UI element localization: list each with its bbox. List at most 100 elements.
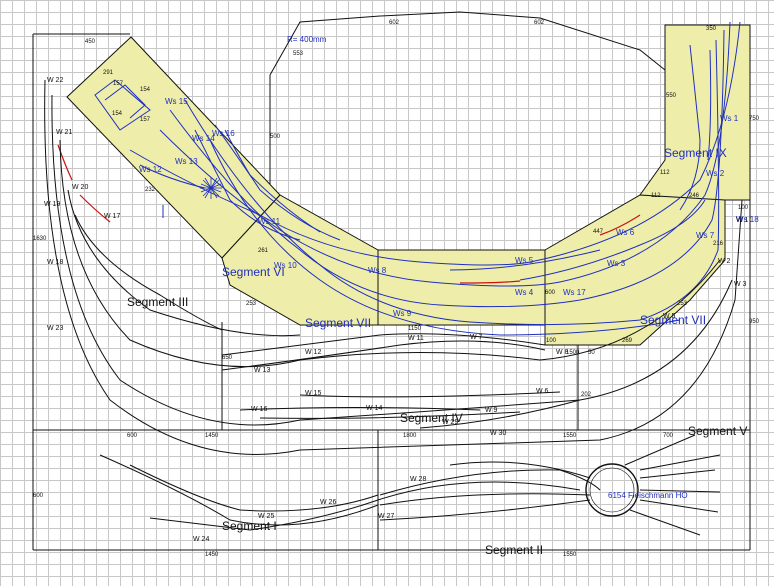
- dimension-label: 950: [749, 319, 760, 325]
- switch-label: Ws 11: [258, 217, 281, 226]
- switch-label: Ws 4: [515, 288, 534, 297]
- segment-label: Segment VI: [222, 265, 285, 279]
- dimension-label: 602: [534, 20, 545, 26]
- dimension-label: 1800: [403, 433, 417, 439]
- dimension-label: 112: [651, 193, 661, 199]
- board-segment-upper-left: [66, 36, 281, 259]
- switch-label: Ws 12: [139, 165, 162, 174]
- switch-label: Ws 3: [607, 259, 626, 268]
- board-segment-ix: [639, 24, 751, 201]
- dimension-label: 700: [663, 433, 674, 439]
- red-tracks: [57, 144, 641, 284]
- upper-turntable-icon: [200, 177, 222, 199]
- switch-label: Ws 13: [175, 157, 198, 166]
- segment-label: Segment VII: [640, 313, 706, 327]
- switch-label: W 13: [254, 367, 270, 374]
- switch-label: W 26: [320, 499, 336, 506]
- switch-label: W 7: [470, 334, 483, 341]
- switch-label: W 27: [378, 513, 394, 520]
- dimension-label: 232: [145, 187, 156, 193]
- dimension-label: 602: [389, 20, 400, 26]
- switch-label: Ws 15: [165, 97, 188, 106]
- switch-label: W 21: [56, 129, 72, 136]
- switch-label: W 19: [44, 201, 60, 208]
- dimension-label: 246: [689, 193, 700, 199]
- switch-label: W 20: [72, 184, 88, 191]
- yellow-boards: [66, 24, 751, 346]
- switch-label: W 2: [718, 258, 731, 265]
- dimension-label: 1450: [205, 552, 219, 558]
- segment-label: Segment III: [127, 295, 188, 309]
- switch-label: Ws 17: [563, 288, 586, 297]
- switch-label: W 6: [536, 388, 549, 395]
- segment-label: Segment V: [688, 424, 747, 438]
- switch-label: W 1: [736, 217, 749, 224]
- segment-label: Segment IX: [664, 146, 727, 160]
- switch-label: Ws 8: [368, 266, 387, 275]
- switch-label: W 3: [734, 281, 747, 288]
- switch-label: W 9: [485, 407, 498, 414]
- switch-label: Ws 6: [616, 228, 635, 237]
- switch-label: W 18: [47, 259, 63, 266]
- switch-label: W 23: [47, 325, 63, 332]
- dimension-label: 1450: [205, 433, 219, 439]
- switch-label: W 28: [410, 476, 426, 483]
- switch-label: Ws 5: [515, 256, 534, 265]
- dimension-label: 202: [581, 392, 592, 398]
- dimension-label: 50: [588, 350, 595, 356]
- dimension-label: 261: [258, 248, 269, 254]
- switch-label: W 11: [408, 335, 424, 342]
- dimension-label: 253: [246, 301, 257, 307]
- switch-label: W 22: [47, 77, 63, 84]
- switch-label: W 15: [305, 390, 321, 397]
- black-tracks: [44, 79, 743, 536]
- dimension-label: 1550: [563, 552, 577, 558]
- switch-label: W 16: [251, 406, 267, 413]
- switch-label: Ws 9: [393, 309, 412, 318]
- switch-label: Ws 16: [212, 129, 235, 138]
- switch-label: W 12: [305, 349, 321, 356]
- dimension-label: 600: [127, 433, 138, 439]
- dimension-label: 1630: [33, 236, 47, 242]
- switch-label: Ws 7: [696, 231, 715, 240]
- dimension-label: 291: [103, 70, 114, 76]
- dimension-label: 500: [270, 134, 281, 140]
- switch-label: W 14: [366, 405, 382, 412]
- dimension-label: 253: [677, 301, 688, 307]
- switch-label: W 25: [258, 513, 274, 520]
- blue-tracks: [94, 21, 741, 336]
- dimension-label: 112: [660, 170, 670, 176]
- dimension-label: 269: [622, 338, 633, 344]
- dimension-label: 450: [85, 39, 96, 45]
- dimension-label: 650: [222, 355, 233, 361]
- dimension-label: 157: [113, 81, 124, 87]
- switch-label: W 29: [442, 419, 458, 426]
- dimension-label: 447: [593, 229, 604, 235]
- dimension-label: 157: [140, 117, 151, 123]
- switch-label: Ws 1: [720, 114, 739, 123]
- switch-label: W 30: [490, 430, 506, 437]
- switch-label: W 24: [193, 536, 209, 543]
- dimension-label: 1550: [563, 433, 577, 439]
- lower-turntable-icon: [585, 463, 639, 517]
- dimension-label: 154: [112, 111, 123, 117]
- switch-label: Ws 10: [274, 261, 297, 270]
- dimension-label: 1500: [566, 350, 580, 356]
- dimension-label: 553: [293, 51, 304, 57]
- dimension-label: 1150: [408, 326, 422, 332]
- dimension-label: 600: [545, 290, 556, 296]
- segment-label: Segment IV: [400, 411, 463, 425]
- switch-label: Ws 14: [192, 134, 215, 143]
- dimension-label: 216: [713, 241, 724, 247]
- dimension-label: 100: [738, 205, 749, 211]
- dimension-label: 750: [749, 116, 760, 122]
- switch-label: W 8: [556, 349, 569, 356]
- segment-label: Segment II: [485, 543, 543, 557]
- turntable-label: 6154 Fleischmann HO: [608, 491, 688, 500]
- switch-label: Ws 2: [706, 169, 725, 178]
- dimension-label: 550: [666, 93, 677, 99]
- dimension-label: 350: [706, 26, 717, 32]
- switch-label: W 17: [104, 213, 120, 220]
